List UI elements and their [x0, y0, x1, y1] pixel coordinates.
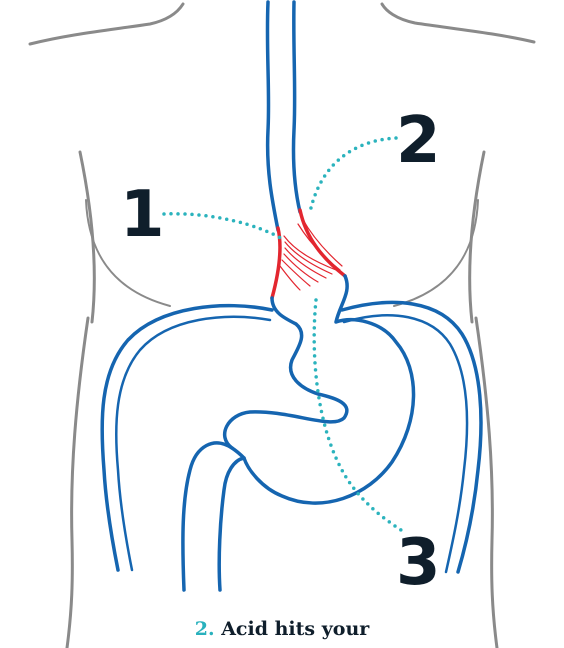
callout-number-1: 1	[120, 178, 165, 252]
caption-text: Acid hits your	[221, 618, 369, 640]
torso-outline	[30, 4, 534, 648]
left-rib-outer	[102, 306, 272, 570]
stomach-upper-left-contour	[225, 298, 347, 458]
callout-lines	[164, 138, 404, 532]
callout-number-3: 3	[396, 526, 441, 600]
right-chest-curve	[394, 200, 478, 306]
esophagus-right-wall	[293, 2, 300, 212]
sphincter-fibers	[280, 218, 342, 290]
callout-number-2: 2	[396, 104, 441, 178]
left-side-line	[67, 318, 88, 648]
duodenum-outer	[183, 443, 232, 590]
stomach	[183, 276, 414, 590]
stomach-lower-curve	[219, 276, 413, 590]
left-shoulder-line	[30, 4, 183, 44]
caption-number: 2.	[195, 618, 215, 640]
lower-esophageal-sphincter	[272, 210, 345, 298]
left-rib-inner	[116, 317, 270, 570]
callout-line-2	[310, 138, 396, 212]
sphincter-right-wall	[300, 210, 345, 276]
esophagus-left-wall	[267, 2, 278, 230]
right-side-line	[476, 318, 497, 648]
caption: 2. Acid hits your	[0, 618, 564, 640]
callout-line-1	[164, 214, 284, 240]
esophagus	[267, 2, 300, 230]
right-shoulder-line	[382, 4, 534, 42]
